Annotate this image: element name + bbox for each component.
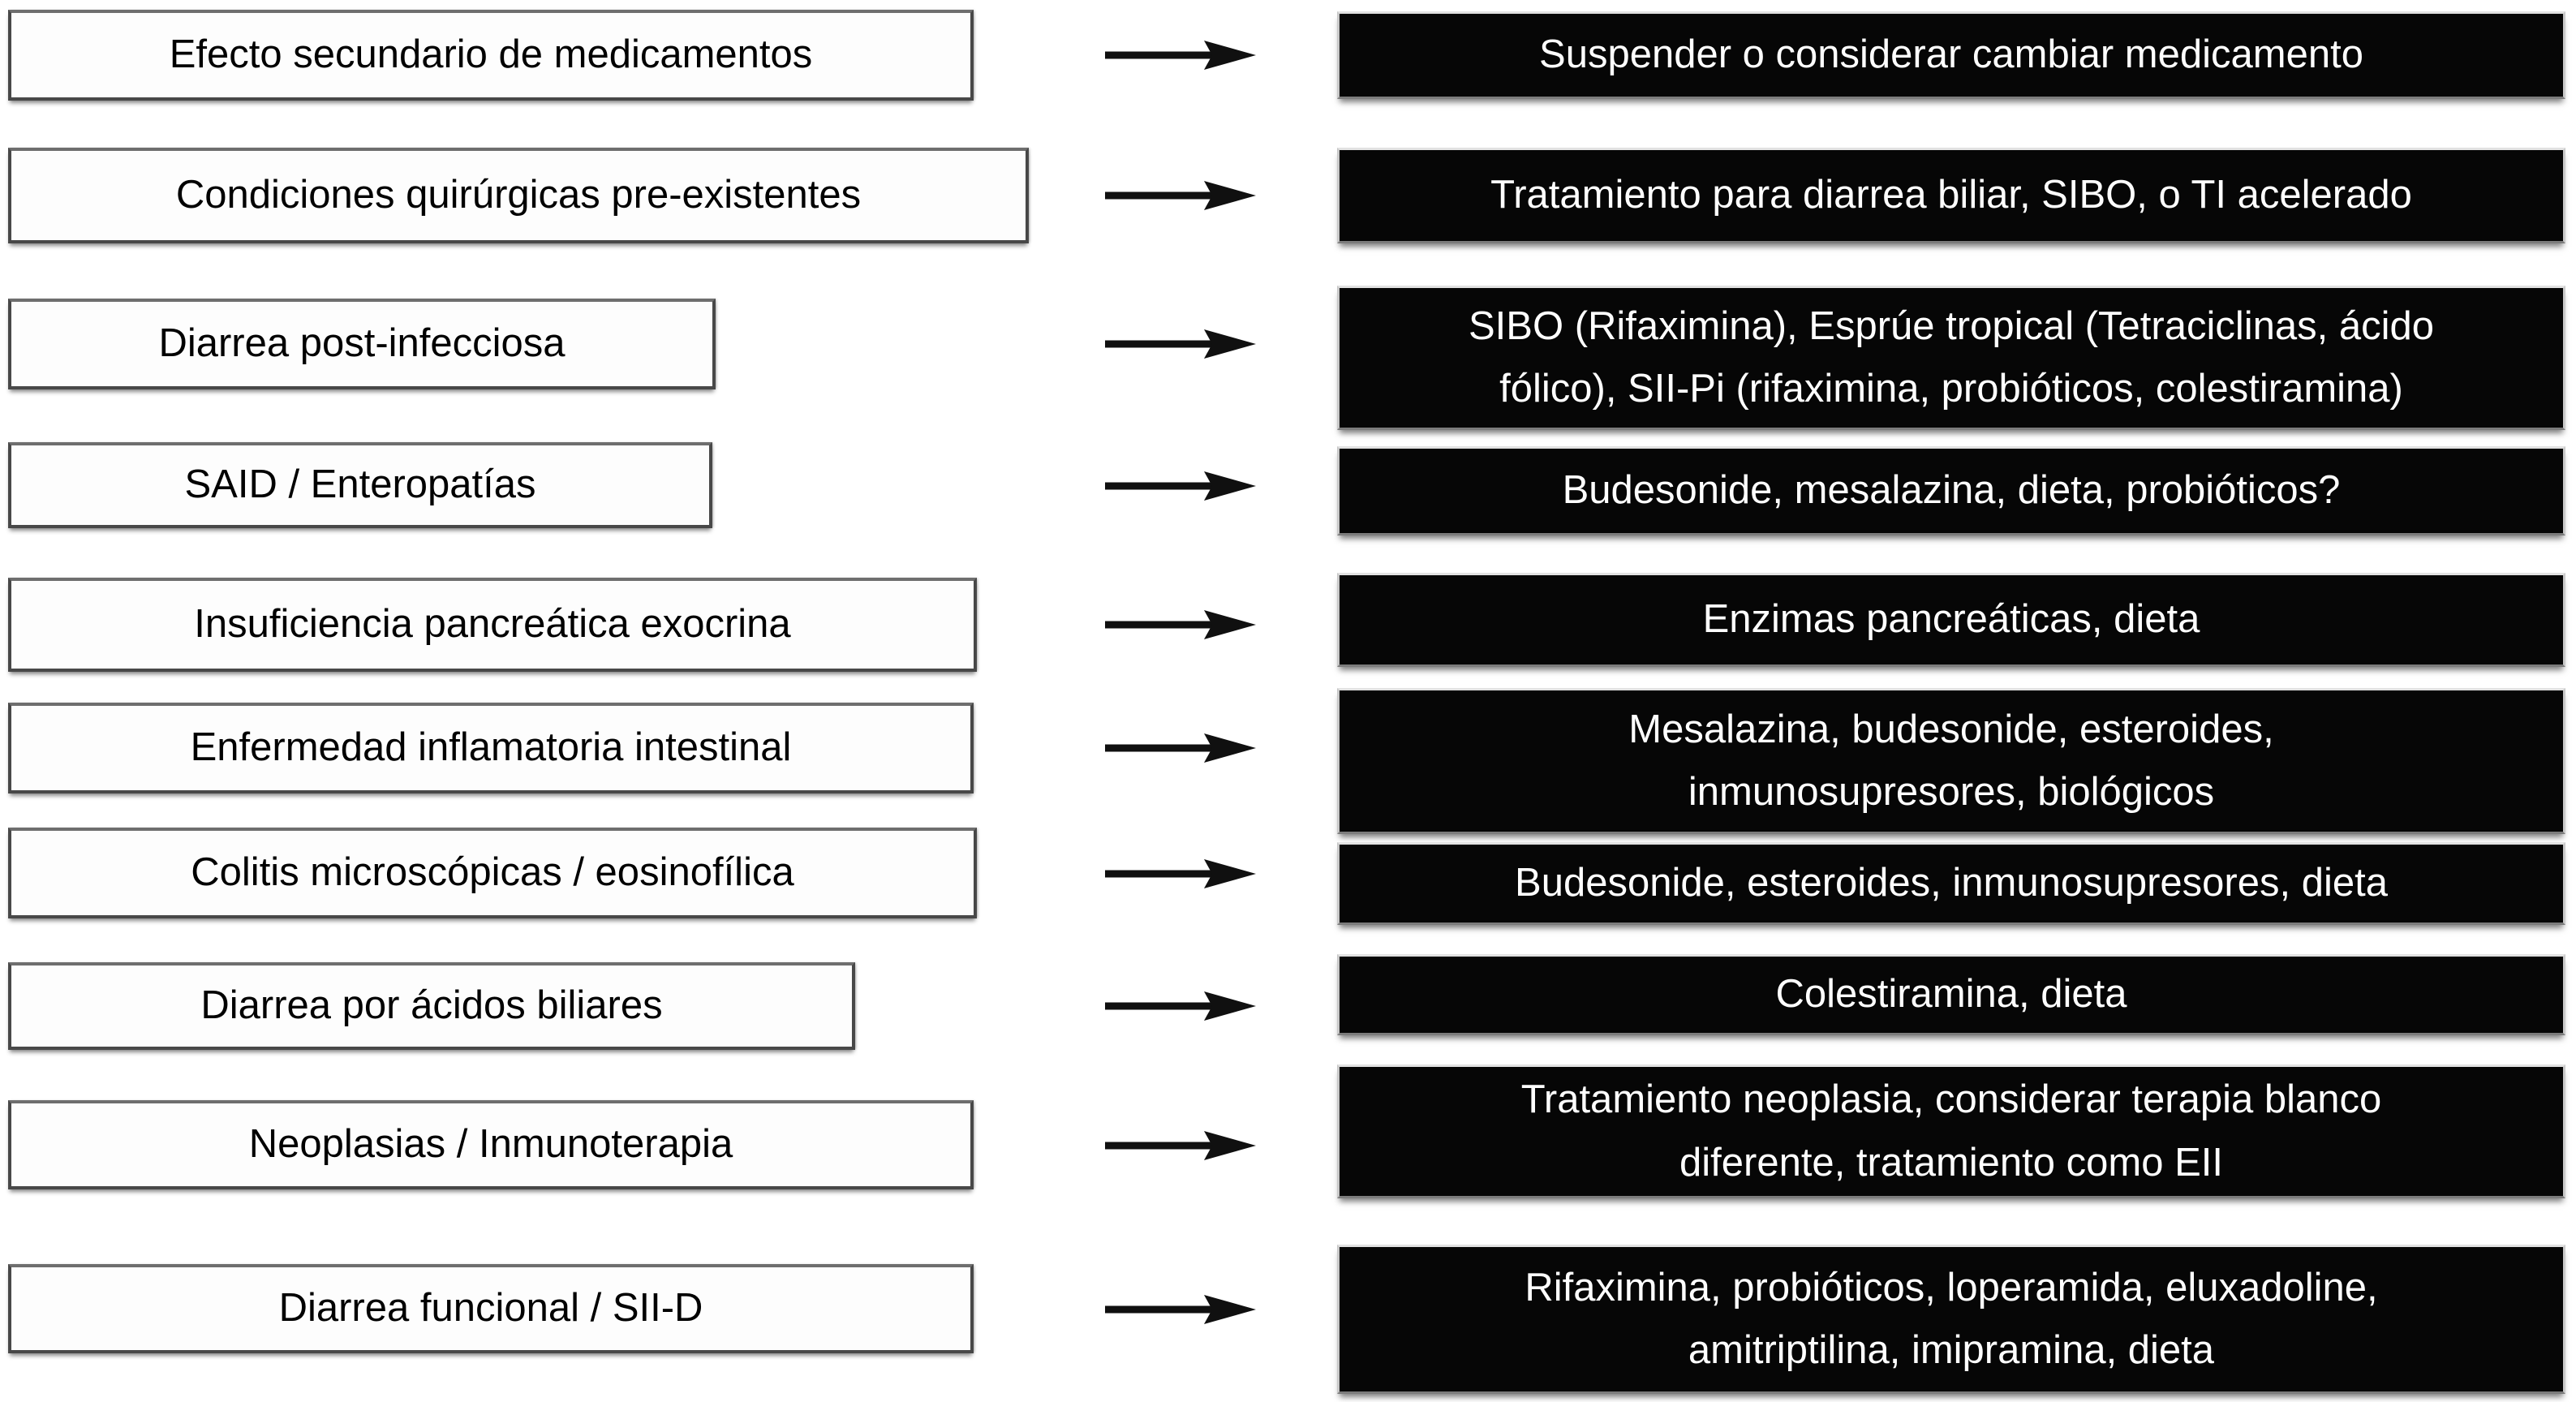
condition-box: Diarrea por ácidos biliares [8, 962, 855, 1050]
condition-label: SAID / Enteropatías [184, 462, 536, 507]
treatment-label: Budesonide, mesalazina, dieta, probiótic… [1562, 468, 2341, 513]
treatment-box: Enzimas pancreáticas, dieta [1337, 573, 2565, 667]
arrow-icon [1105, 1295, 1256, 1324]
treatment-box: Suspender o considerar cambiar medicamen… [1337, 11, 2565, 99]
condition-box: Colitis microscópicas / eosinofílica [8, 828, 977, 918]
treatment-label: Enzimas pancreáticas, dieta [1702, 597, 2200, 642]
condition-label: Diarrea post-infecciosa [158, 321, 566, 366]
treatment-box: Rifaximina, probióticos, loperamida, elu… [1337, 1245, 2565, 1394]
condition-box: Diarrea funcional / SII-D [8, 1264, 974, 1353]
condition-label: Diarrea funcional / SII-D [278, 1286, 703, 1331]
condition-label: Diarrea por ácidos biliares [200, 983, 663, 1028]
treatment-label: Tratamiento para diarrea biliar, SIBO, o… [1490, 173, 2412, 217]
treatment-box: Budesonide, mesalazina, dieta, probiótic… [1337, 446, 2565, 535]
treatment-box: Budesonide, esteroides, inmunosupresores… [1337, 842, 2565, 925]
condition-label: Insuficiencia pancreática exocrina [194, 602, 791, 647]
arrow-icon [1105, 859, 1256, 888]
arrow-icon [1105, 991, 1256, 1021]
arrow-icon [1105, 471, 1256, 501]
condition-box: Diarrea post-infecciosa [8, 299, 716, 389]
treatment-label: SIBO (Rifaximina), Esprúe tropical (Tetr… [1468, 303, 2435, 411]
treatment-box: Colestiramina, dieta [1337, 954, 2565, 1035]
condition-box: Neoplasias / Inmunoterapia [8, 1100, 974, 1189]
condition-box: SAID / Enteropatías [8, 442, 712, 528]
condition-box: Condiciones quirúrgicas pre-existentes [8, 148, 1029, 243]
treatment-label: Rifaximina, probióticos, loperamida, elu… [1525, 1265, 2378, 1372]
arrow-icon [1105, 41, 1256, 70]
condition-box: Insuficiencia pancreática exocrina [8, 578, 977, 672]
condition-label: Condiciones quirúrgicas pre-existentes [175, 173, 862, 217]
condition-label: Enfermedad inflamatoria intestinal [190, 725, 792, 770]
condition-label: Colitis microscópicas / eosinofílica [191, 850, 794, 895]
treatment-box: SIBO (Rifaximina), Esprúe tropical (Tetr… [1337, 286, 2565, 430]
treatment-label: Colestiramina, dieta [1775, 972, 2127, 1017]
treatment-box: Mesalazina, budesonide, esteroides, inmu… [1337, 688, 2565, 834]
arrow-icon [1105, 181, 1256, 210]
condition-label: Neoplasias / Inmunoterapia [248, 1122, 733, 1167]
condition-box: Enfermedad inflamatoria intestinal [8, 703, 974, 793]
treatment-label: Budesonide, esteroides, inmunosupresores… [1515, 861, 2388, 905]
treatment-box: Tratamiento para diarrea biliar, SIBO, o… [1337, 148, 2565, 243]
treatment-label: Suspender o considerar cambiar medicamen… [1539, 32, 2363, 77]
treatment-box: Tratamiento neoplasia, considerar terapi… [1337, 1064, 2565, 1198]
arrow-icon [1105, 610, 1256, 639]
treatment-label: Mesalazina, budesonide, esteroides, inmu… [1628, 707, 2274, 814]
condition-label: Efecto secundario de medicamentos [169, 32, 813, 77]
arrow-icon [1105, 1131, 1256, 1160]
arrow-icon [1105, 733, 1256, 763]
condition-box: Efecto secundario de medicamentos [8, 10, 974, 101]
arrow-icon [1105, 329, 1256, 359]
treatment-label: Tratamiento neoplasia, considerar terapi… [1520, 1077, 2382, 1185]
